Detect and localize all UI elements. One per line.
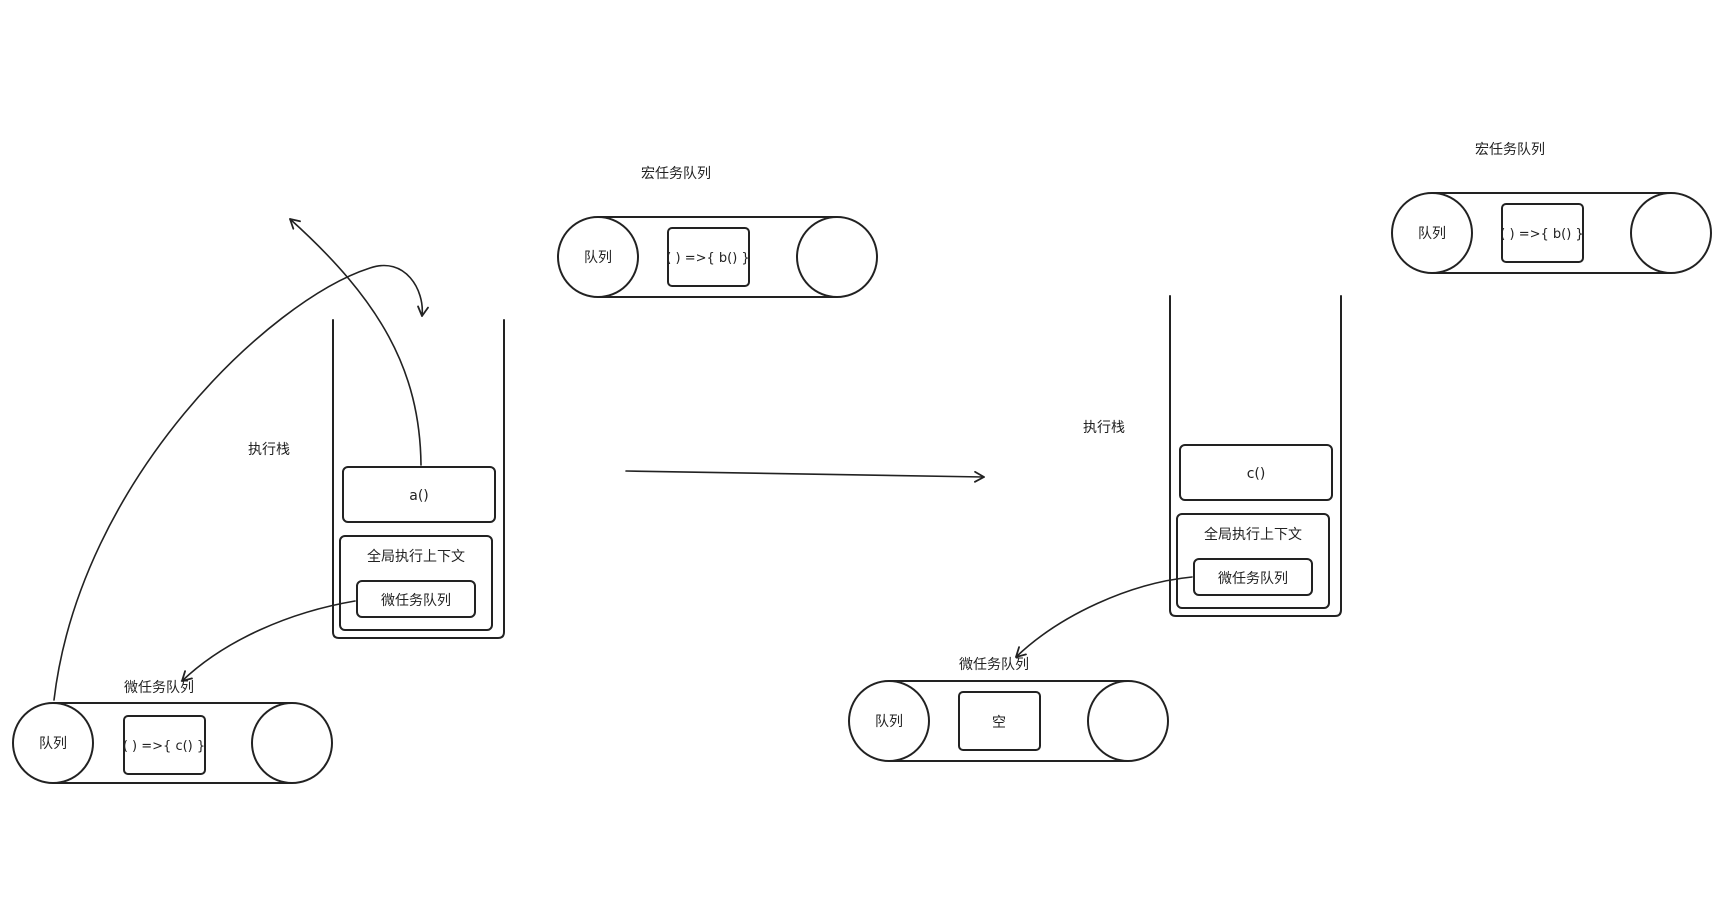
left-arrow-a-out xyxy=(289,218,422,466)
left-global-context: 全局执行上下文 微任务队列 xyxy=(339,535,493,631)
transition-arrow xyxy=(625,470,985,483)
left-microtask-title: 微任务队列 xyxy=(124,680,194,696)
right-global-context: 全局执行上下文 微任务队列 xyxy=(1176,513,1330,609)
left-microtask-item: ( ) =>{ c() } xyxy=(123,739,205,754)
left-global-context-label: 全局执行上下文 xyxy=(367,548,465,565)
left-macrotask-queue: 队列 ( ) =>{ b() } xyxy=(557,216,878,298)
left-microtask-queue: 队列 ( ) =>{ c() } xyxy=(12,702,333,784)
right-microtask-inner-label: 微任务队列 xyxy=(1218,571,1288,587)
right-macrotask-title: 宏任务队列 xyxy=(1475,142,1545,158)
right-frame-c: c() xyxy=(1179,444,1333,501)
left-frame-a-label: a() xyxy=(409,488,429,504)
right-stack-container xyxy=(1169,295,1342,617)
right-macrotask-queue-head: 队列 xyxy=(1418,226,1446,242)
right-microtask-title: 微任务队列 xyxy=(959,657,1029,673)
left-microtask-inner-label: 微任务队列 xyxy=(381,593,451,609)
left-stack-container xyxy=(332,319,505,639)
left-stack-label: 执行栈 xyxy=(248,442,290,458)
right-microtask-item: 空 xyxy=(992,715,1006,731)
right-global-context-label: 全局执行上下文 xyxy=(1204,526,1302,543)
right-arrow-to-microtask-queue xyxy=(1015,576,1193,658)
right-stack-label: 执行栈 xyxy=(1083,420,1125,436)
left-macrotask-title: 宏任务队列 xyxy=(641,166,711,182)
left-microtask-queue-head: 队列 xyxy=(39,736,67,752)
left-arc-microtask-into-stack xyxy=(53,264,429,701)
left-macrotask-queue-head: 队列 xyxy=(584,250,612,266)
right-macrotask-item: ( ) =>{ b() } xyxy=(1500,227,1583,242)
left-macrotask-item: ( ) =>{ b() } xyxy=(666,251,749,266)
right-microtask-queue-head: 队列 xyxy=(875,714,903,730)
right-microtask-queue: 队列 空 xyxy=(848,680,1169,762)
right-frame-c-label: c() xyxy=(1247,466,1266,482)
left-arrow-to-microtask-queue xyxy=(181,600,356,682)
left-frame-a: a() xyxy=(342,466,496,523)
right-macrotask-queue: 队列 ( ) =>{ b() } xyxy=(1391,192,1712,274)
